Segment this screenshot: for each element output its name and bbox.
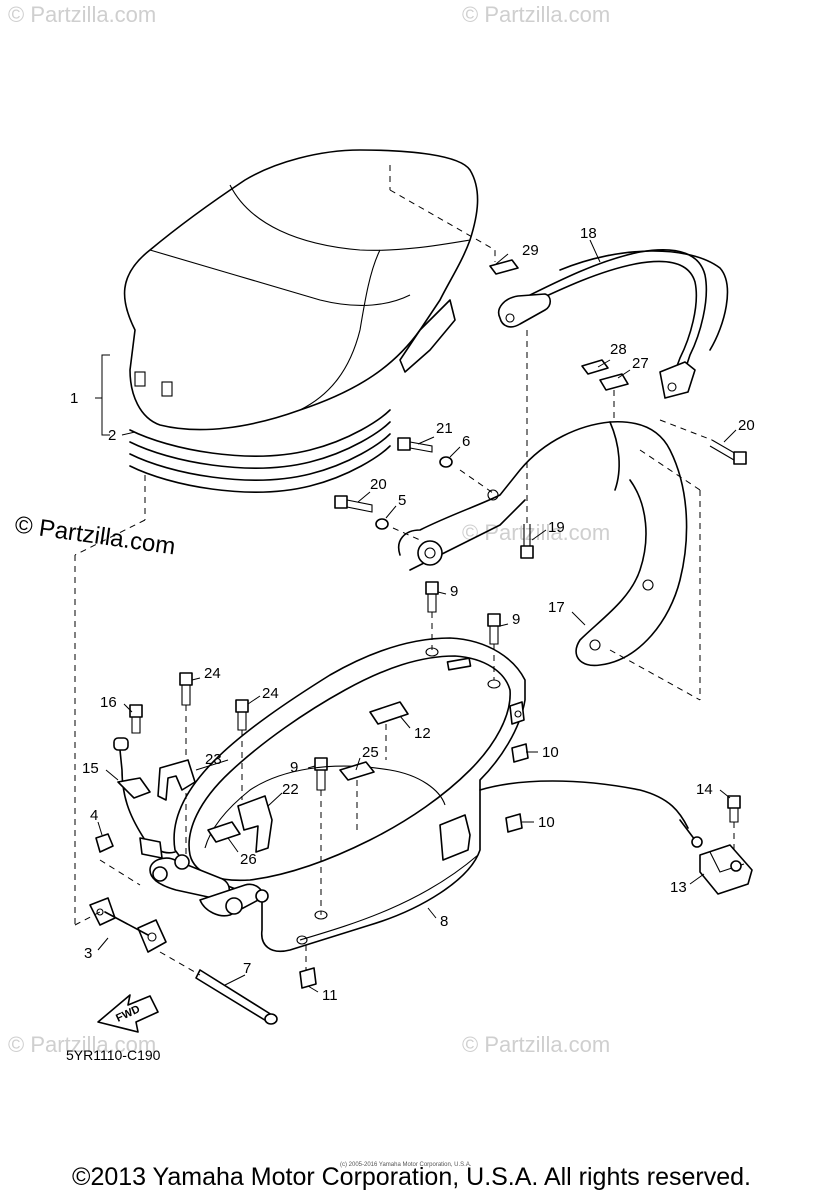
seat-trim	[129, 409, 391, 493]
watermarks: © Partzilla.com © Partzilla.com © Partzi…	[8, 2, 610, 1057]
watermark-bottom-right: © Partzilla.com	[462, 1032, 610, 1057]
bolt-19	[520, 524, 534, 559]
attachment-lines	[74, 475, 146, 926]
callout-9-a: 9	[450, 583, 458, 600]
watermark-top-left: © Partzilla.com	[8, 2, 156, 27]
bolt-9-a	[425, 581, 439, 613]
collar-4	[95, 833, 114, 853]
pin-7	[195, 969, 273, 1023]
clip-nuts	[299, 743, 529, 989]
callout-6: 6	[462, 433, 470, 450]
callout-25: 25	[362, 744, 379, 761]
clip-11	[299, 967, 317, 989]
pad-26	[207, 821, 241, 843]
callout-14: 14	[696, 781, 713, 798]
washer-6	[439, 456, 453, 468]
callout-12: 12	[414, 725, 431, 742]
callout-24-b: 24	[262, 685, 279, 702]
pad-28	[581, 359, 609, 375]
pads	[207, 359, 629, 843]
watermark-top-right: © Partzilla.com	[462, 2, 610, 27]
callout-9-c: 9	[290, 759, 298, 776]
callout-17: 17	[548, 599, 565, 616]
callout-10-b: 10	[538, 814, 555, 831]
bolt-16	[129, 704, 143, 734]
bolt-20-right	[709, 439, 747, 465]
callout-29: 29	[522, 242, 539, 259]
callout-28: 28	[610, 341, 627, 358]
washer-5	[375, 518, 389, 530]
fine-print: (c) 2005-2016 Yamaha Motor Corporation, …	[340, 1162, 472, 1168]
callout-26: 26	[240, 851, 257, 868]
callout-4: 4	[90, 807, 98, 824]
callout-13: 13	[670, 879, 687, 896]
watermark-bottom-left: © Partzilla.com	[8, 1032, 156, 1057]
bolt-21	[397, 437, 433, 453]
clip-10-b	[505, 813, 523, 833]
bolt-14	[727, 795, 741, 823]
callout-19: 19	[548, 519, 565, 536]
callout-leaders	[95, 239, 737, 993]
bolt-24-a	[179, 672, 193, 706]
rear-frame	[398, 420, 701, 701]
callout-1: 1	[70, 390, 78, 407]
hinge-3-right	[137, 919, 167, 953]
bolt-9-b	[487, 613, 501, 645]
pad-12	[369, 701, 409, 725]
callout-24-a: 24	[204, 665, 221, 682]
callout-23: 23	[205, 751, 222, 768]
bolt-20-left	[334, 495, 373, 513]
bracket-23	[157, 759, 196, 801]
seat	[123, 149, 496, 431]
callout-2: 2	[108, 427, 116, 444]
callout-20-a: 20	[370, 476, 387, 493]
callout-20-b: 20	[738, 417, 755, 434]
callout-8: 8	[440, 913, 448, 930]
callout-22: 22	[282, 781, 299, 798]
bolt-24-b	[235, 699, 249, 731]
seat-lock-cable	[113, 737, 176, 859]
brackets	[157, 759, 273, 853]
watermark-main: © Partzilla.com	[13, 511, 177, 560]
copyright-notice: ©2013 Yamaha Motor Corporation, U.S.A. A…	[72, 1163, 751, 1191]
callout-7: 7	[243, 960, 251, 977]
callout-9-b: 9	[512, 611, 520, 628]
callout-18: 18	[580, 225, 597, 242]
bolt-9-c	[314, 757, 328, 791]
latch-13	[699, 844, 753, 895]
callouts: 1 2 3 4 5 6 7 8 9 9 9 10 10 11 12 13 14 …	[70, 225, 755, 1004]
callout-15: 15	[82, 760, 99, 777]
release-cable	[479, 780, 703, 848]
callout-11: 11	[322, 987, 338, 1004]
hinge-parts	[89, 833, 278, 1025]
bolts	[129, 330, 747, 915]
callout-27: 27	[632, 355, 649, 372]
callout-5: 5	[398, 492, 406, 509]
clip-10-a	[511, 743, 529, 763]
diagram-code: 5YR1110-C190	[66, 1047, 161, 1063]
callout-21: 21	[436, 420, 453, 437]
bracket-22	[237, 795, 273, 853]
storage-box	[149, 637, 526, 952]
callout-3: 3	[84, 945, 92, 962]
part-29-pad	[489, 259, 519, 275]
pad-27	[599, 373, 629, 391]
callout-10-a: 10	[542, 744, 559, 761]
fwd-arrow: FWD	[97, 994, 159, 1033]
callout-16: 16	[100, 694, 117, 711]
pad-25	[339, 761, 375, 781]
grab-bar	[498, 248, 729, 399]
